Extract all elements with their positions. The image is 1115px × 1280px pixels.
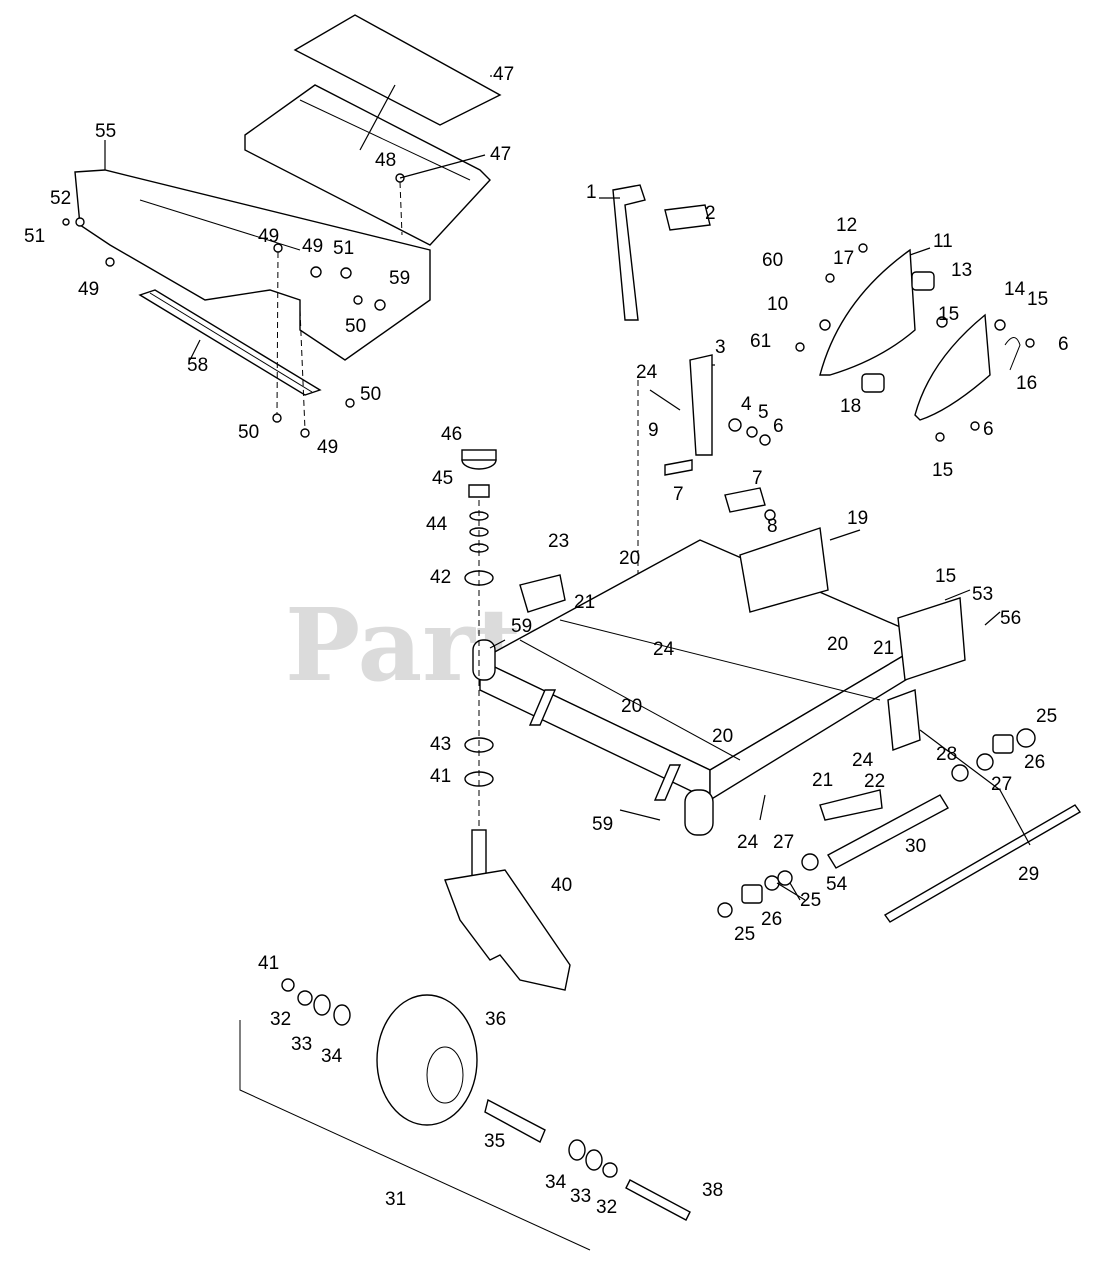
- callout-44: 46: [441, 424, 462, 445]
- callout-42: 44: [426, 514, 448, 535]
- callout-1: 1: [586, 182, 597, 203]
- callout-61: 61: [750, 331, 771, 352]
- callout-15c: 15: [932, 460, 953, 481]
- callout-15d: 15: [935, 566, 956, 587]
- callout-2: 2: [705, 203, 716, 224]
- callout-21a: 21: [574, 592, 595, 613]
- callout-9: 9: [648, 420, 659, 441]
- callout-51a: 51: [24, 226, 45, 247]
- callout-46: 47: [490, 144, 511, 165]
- callout-19: 19: [847, 508, 868, 529]
- callout-45: 47: [493, 64, 514, 85]
- callout-40: 41: [430, 766, 451, 787]
- callout-41a: 42: [430, 567, 451, 588]
- callout-6c: 6: [983, 419, 994, 440]
- callout-28: 28: [936, 744, 957, 765]
- callout-20a: 20: [619, 548, 640, 569]
- callout-labels: 47 47 48 55 52 51 49 49 49 51 59 50 58 5…: [24, 64, 1069, 1218]
- callout-60: 60: [762, 250, 783, 271]
- callout-24d: 24: [737, 832, 759, 853]
- callout-48: 49: [302, 236, 323, 257]
- control-lever-group: [612, 184, 776, 581]
- callout-20b: 20: [827, 634, 848, 655]
- callout-30: 30: [905, 836, 926, 857]
- callout-7b: 7: [752, 468, 763, 489]
- callout-7a: 7: [673, 484, 684, 505]
- callout-49b: 50: [345, 316, 366, 337]
- callout-16: 16: [1016, 373, 1037, 394]
- callout-25b: 25: [800, 890, 821, 911]
- mount-plate-group: [795, 243, 1035, 442]
- spring-rod-group: [717, 728, 1082, 923]
- caster-wheel-assembly: [239, 869, 691, 1251]
- callout-35: 35: [484, 1131, 505, 1152]
- callout-3: 3: [715, 337, 726, 358]
- callout-24c: 24: [852, 750, 874, 771]
- callout-50a: 50: [360, 384, 381, 405]
- callout-52: 52: [50, 188, 71, 209]
- callout-57: 58: [187, 355, 208, 376]
- callout-20c: 20: [621, 696, 642, 717]
- callout-37: 38: [702, 1180, 723, 1201]
- callout-27a: 27: [991, 774, 1012, 795]
- callout-49c: 49: [317, 437, 338, 458]
- callout-21b: 21: [873, 638, 894, 659]
- leader-lines: [104, 75, 1031, 901]
- callout-41b: 43: [430, 734, 451, 755]
- callout-32a: 32: [270, 1009, 291, 1030]
- callout-47b: 49: [258, 226, 279, 247]
- callout-59a: 59: [511, 616, 532, 637]
- main-frame: [472, 527, 966, 836]
- callout-12: 12: [836, 215, 857, 236]
- callout-38: 40: [551, 875, 572, 896]
- callout-22: 22: [864, 771, 885, 792]
- callout-54: 54: [826, 874, 848, 895]
- callout-24b: 24: [653, 639, 675, 660]
- callout-14: 14: [1004, 279, 1026, 300]
- callout-33b: 33: [570, 1186, 591, 1207]
- callout-26b: 26: [761, 909, 782, 930]
- callout-51b: 51: [333, 238, 354, 259]
- callout-32b: 32: [596, 1197, 617, 1218]
- callout-15a: 15: [1027, 289, 1048, 310]
- callout-33a: 33: [291, 1034, 312, 1055]
- callout-17: 17: [833, 248, 854, 269]
- callout-10: 10: [767, 294, 788, 315]
- callout-23: 23: [548, 531, 569, 552]
- callout-26a: 26: [1024, 752, 1045, 773]
- callout-31: 31: [385, 1189, 406, 1210]
- callout-18: 18: [840, 396, 861, 417]
- callout-53: 53: [972, 584, 993, 605]
- callout-34b: 34: [545, 1172, 567, 1193]
- callout-39: 41: [258, 953, 279, 974]
- callout-58: 59: [389, 268, 410, 289]
- callout-49a: 49: [78, 279, 99, 300]
- callout-15b: 15: [938, 304, 959, 325]
- callout-47a: 48: [375, 150, 396, 171]
- callout-27b: 27: [773, 832, 794, 853]
- callout-25c: 25: [734, 924, 755, 945]
- callout-5: 5: [758, 402, 769, 423]
- callout-6b: 6: [1058, 334, 1069, 355]
- callout-6a: 6: [773, 416, 784, 437]
- callout-20d: 20: [712, 726, 733, 747]
- callout-24a: 24: [636, 362, 658, 383]
- callout-13: 13: [951, 260, 972, 281]
- callout-36: 36: [485, 1009, 506, 1030]
- callout-59b: 59: [592, 814, 613, 835]
- callout-4: 4: [741, 394, 752, 415]
- callout-11: 11: [933, 231, 953, 252]
- callout-8: 8: [767, 516, 778, 537]
- callout-29: 29: [1018, 864, 1039, 885]
- callout-21c: 21: [812, 770, 833, 791]
- callout-56: 56: [1000, 608, 1021, 629]
- callout-34a: 34: [321, 1046, 343, 1067]
- callout-25a: 25: [1036, 706, 1057, 727]
- callout-43: 45: [432, 468, 453, 489]
- caster-bearing-stack: [461, 449, 497, 886]
- callout-55: 55: [95, 121, 116, 142]
- floor-pan-group: [62, 14, 502, 438]
- callout-50b: 50: [238, 422, 259, 443]
